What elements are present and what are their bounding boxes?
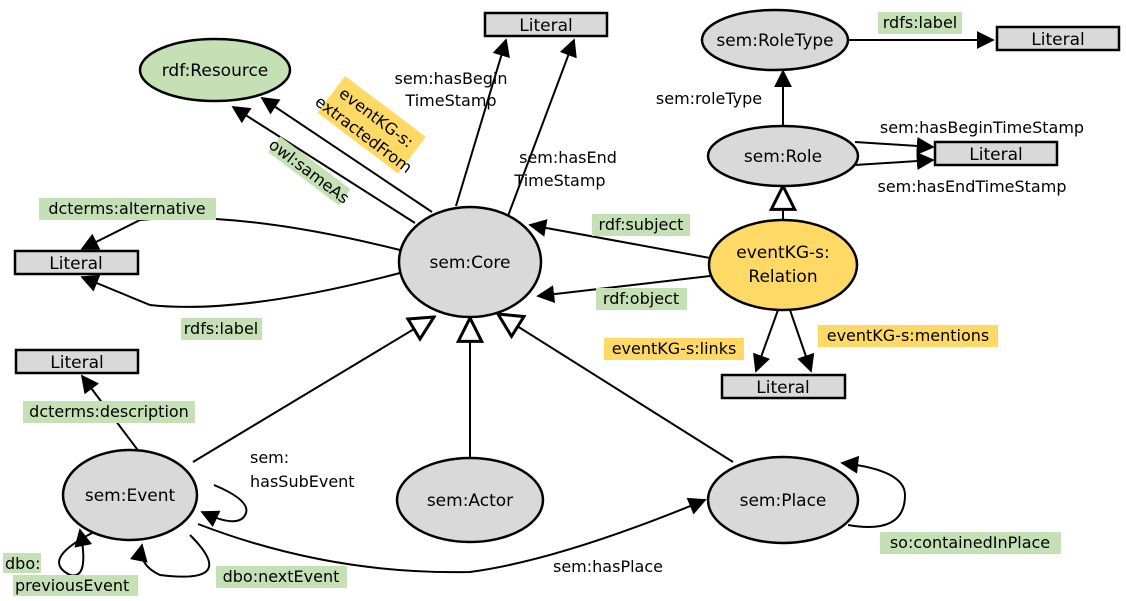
label-owl-same-as-text: owl:sameAs bbox=[265, 135, 353, 208]
label-sem-role-type: sem:roleType bbox=[656, 89, 762, 108]
edge-relation-mentions bbox=[789, 309, 815, 373]
edge-core-same-as bbox=[231, 106, 416, 224]
node-sem-roletype-label: sem:RoleType bbox=[716, 31, 833, 51]
edge-core-label bbox=[80, 272, 401, 308]
edge-role-has-begin bbox=[854, 136, 935, 155]
literal-relation: Literal bbox=[720, 373, 847, 400]
literal-core-left: Literal bbox=[13, 249, 140, 276]
edge-core-extracted-from bbox=[260, 96, 433, 213]
label-rdf-object-bg bbox=[596, 288, 687, 310]
edge-core-alternative bbox=[80, 217, 401, 251]
label-rdf-subject-bg bbox=[592, 214, 690, 236]
label-has-begin-timestamp-2: TimeStamp bbox=[404, 91, 496, 110]
label-has-end-timestamp-1: sem:hasEnd bbox=[519, 148, 617, 167]
label-dcterms-alternative: dcterms:alternative bbox=[48, 199, 205, 218]
label-rdfs-label-core: rdfs:label bbox=[184, 319, 259, 338]
label-eventkg-mentions: eventKG-s:mentions bbox=[827, 326, 990, 345]
literal-role-label: Literal bbox=[969, 145, 1022, 165]
label-rdf-subject: rdf:subject bbox=[599, 215, 684, 234]
label-rdfs-label-core-bg bbox=[181, 318, 262, 340]
label-next-event-bg bbox=[216, 566, 347, 588]
edge-event-sub-event-loop bbox=[200, 484, 248, 528]
literal-roletype: Literal bbox=[995, 25, 1121, 52]
label-eventkg-links: eventKG-s:links bbox=[612, 339, 737, 358]
label-has-sub-event-2: hasSubEvent bbox=[250, 472, 355, 491]
node-sem-actor-label: sem:Actor bbox=[427, 491, 513, 511]
edge-place-core-subclass bbox=[498, 314, 734, 463]
label-role-has-begin: sem:hasBeginTimeStamp bbox=[880, 118, 1084, 137]
node-sem-role-label: sem:Role bbox=[744, 147, 822, 167]
label-eventkg-mentions-bg bbox=[818, 325, 998, 347]
edge-place-contained-loop bbox=[840, 455, 907, 528]
literal-top: Literal bbox=[483, 11, 609, 38]
node-sem-place: sem:Place bbox=[706, 455, 860, 545]
literal-role: Literal bbox=[933, 140, 1059, 167]
literal-roletype-label: Literal bbox=[1031, 30, 1084, 50]
label-previous-event-1: dbo: bbox=[5, 554, 41, 573]
node-eventkg-relation-label-1: eventKG-s: bbox=[736, 243, 829, 263]
edge-relation-links bbox=[753, 309, 779, 373]
node-sem-event: sem:Event bbox=[61, 448, 199, 542]
label-previous-event-2: previousEvent bbox=[15, 576, 129, 595]
node-rdf-resource: rdf:Resource bbox=[138, 37, 292, 103]
edge-role-has-end bbox=[854, 152, 935, 171]
label-contained-in-place-bg bbox=[880, 532, 1061, 554]
label-dcterms-description: dcterms:description bbox=[29, 402, 189, 421]
edge-relation-object bbox=[536, 275, 711, 304]
edge-event-has-place bbox=[197, 497, 707, 574]
edge-relation-subject bbox=[528, 219, 711, 259]
node-sem-place-label: sem:Place bbox=[740, 491, 827, 511]
label-role-has-end: sem:hasEndTimeStamp bbox=[878, 177, 1067, 196]
node-sem-core: sem:Core bbox=[397, 205, 543, 319]
edge-event-previous-loop bbox=[58, 528, 93, 577]
label-contained-in-place: so:containedInPlace bbox=[890, 533, 1050, 552]
node-sem-roletype: sem:RoleType bbox=[700, 8, 850, 72]
label-has-begin-timestamp-1: sem:hasBegin bbox=[395, 69, 508, 88]
label-previous-event-bg-1 bbox=[3, 553, 41, 573]
label-has-sub-event-1: sem: bbox=[250, 448, 289, 467]
node-rdf-resource-label: rdf:Resource bbox=[162, 61, 269, 81]
literal-core-left-label: Literal bbox=[49, 254, 102, 274]
label-rdfs-label-roletype: rdfs:label bbox=[883, 13, 958, 32]
node-sem-actor: sem:Actor bbox=[395, 456, 545, 544]
edge-core-has-end bbox=[507, 38, 577, 217]
edge-core-has-begin bbox=[455, 38, 510, 207]
label-has-place: sem:hasPlace bbox=[553, 557, 663, 576]
node-sem-core-label: sem:Core bbox=[430, 253, 511, 273]
edge-event-next-loop bbox=[130, 534, 211, 578]
edge-event-core-subclass bbox=[192, 317, 434, 463]
label-eventkg-links-bg bbox=[604, 338, 744, 360]
label-rdfs-label-roletype-bg bbox=[878, 12, 962, 34]
label-dcterms-alternative-bg bbox=[39, 198, 216, 220]
node-sem-role: sem:Role bbox=[706, 124, 860, 188]
literal-event-label: Literal bbox=[50, 353, 103, 373]
label-has-end-timestamp-2: TimeStamp bbox=[513, 171, 605, 190]
label-next-event: dbo:nextEvent bbox=[223, 567, 340, 586]
node-sem-event-label: sem:Event bbox=[85, 486, 176, 506]
literal-event: Literal bbox=[14, 348, 140, 375]
node-eventkg-relation: eventKG-s: Relation bbox=[707, 218, 859, 312]
label-rdf-object: rdf:object bbox=[603, 289, 679, 308]
label-previous-event-bg-2 bbox=[13, 575, 138, 596]
literal-top-label: Literal bbox=[519, 16, 572, 36]
label-owl-same-as: owl:sameAs bbox=[265, 135, 353, 208]
literal-relation-label: Literal bbox=[756, 378, 809, 398]
label-dcterms-description-bg bbox=[23, 401, 195, 423]
node-eventkg-relation-label-2: Relation bbox=[748, 267, 817, 287]
